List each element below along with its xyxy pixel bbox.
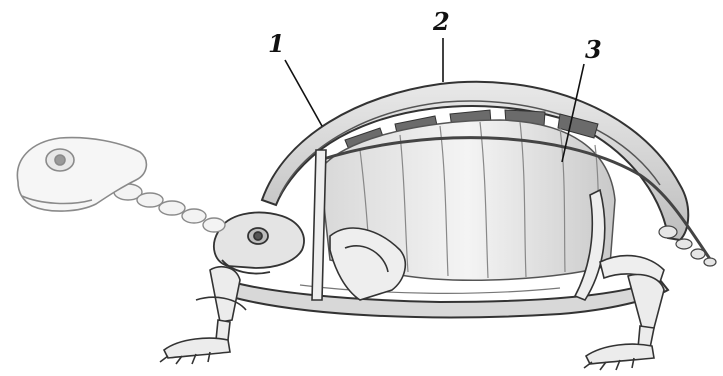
- plastron: [228, 280, 668, 317]
- leader-line-1: [285, 60, 322, 126]
- tail-vertebrae: [659, 226, 716, 266]
- callout-label-1: 1: [268, 32, 285, 56]
- callout-label-3: 3: [585, 38, 602, 62]
- callout-label-2: 2: [433, 10, 450, 34]
- inner-body-floor: [300, 285, 560, 293]
- skull: [214, 213, 304, 274]
- extended-neck: [114, 184, 225, 232]
- front-leg: [160, 267, 240, 364]
